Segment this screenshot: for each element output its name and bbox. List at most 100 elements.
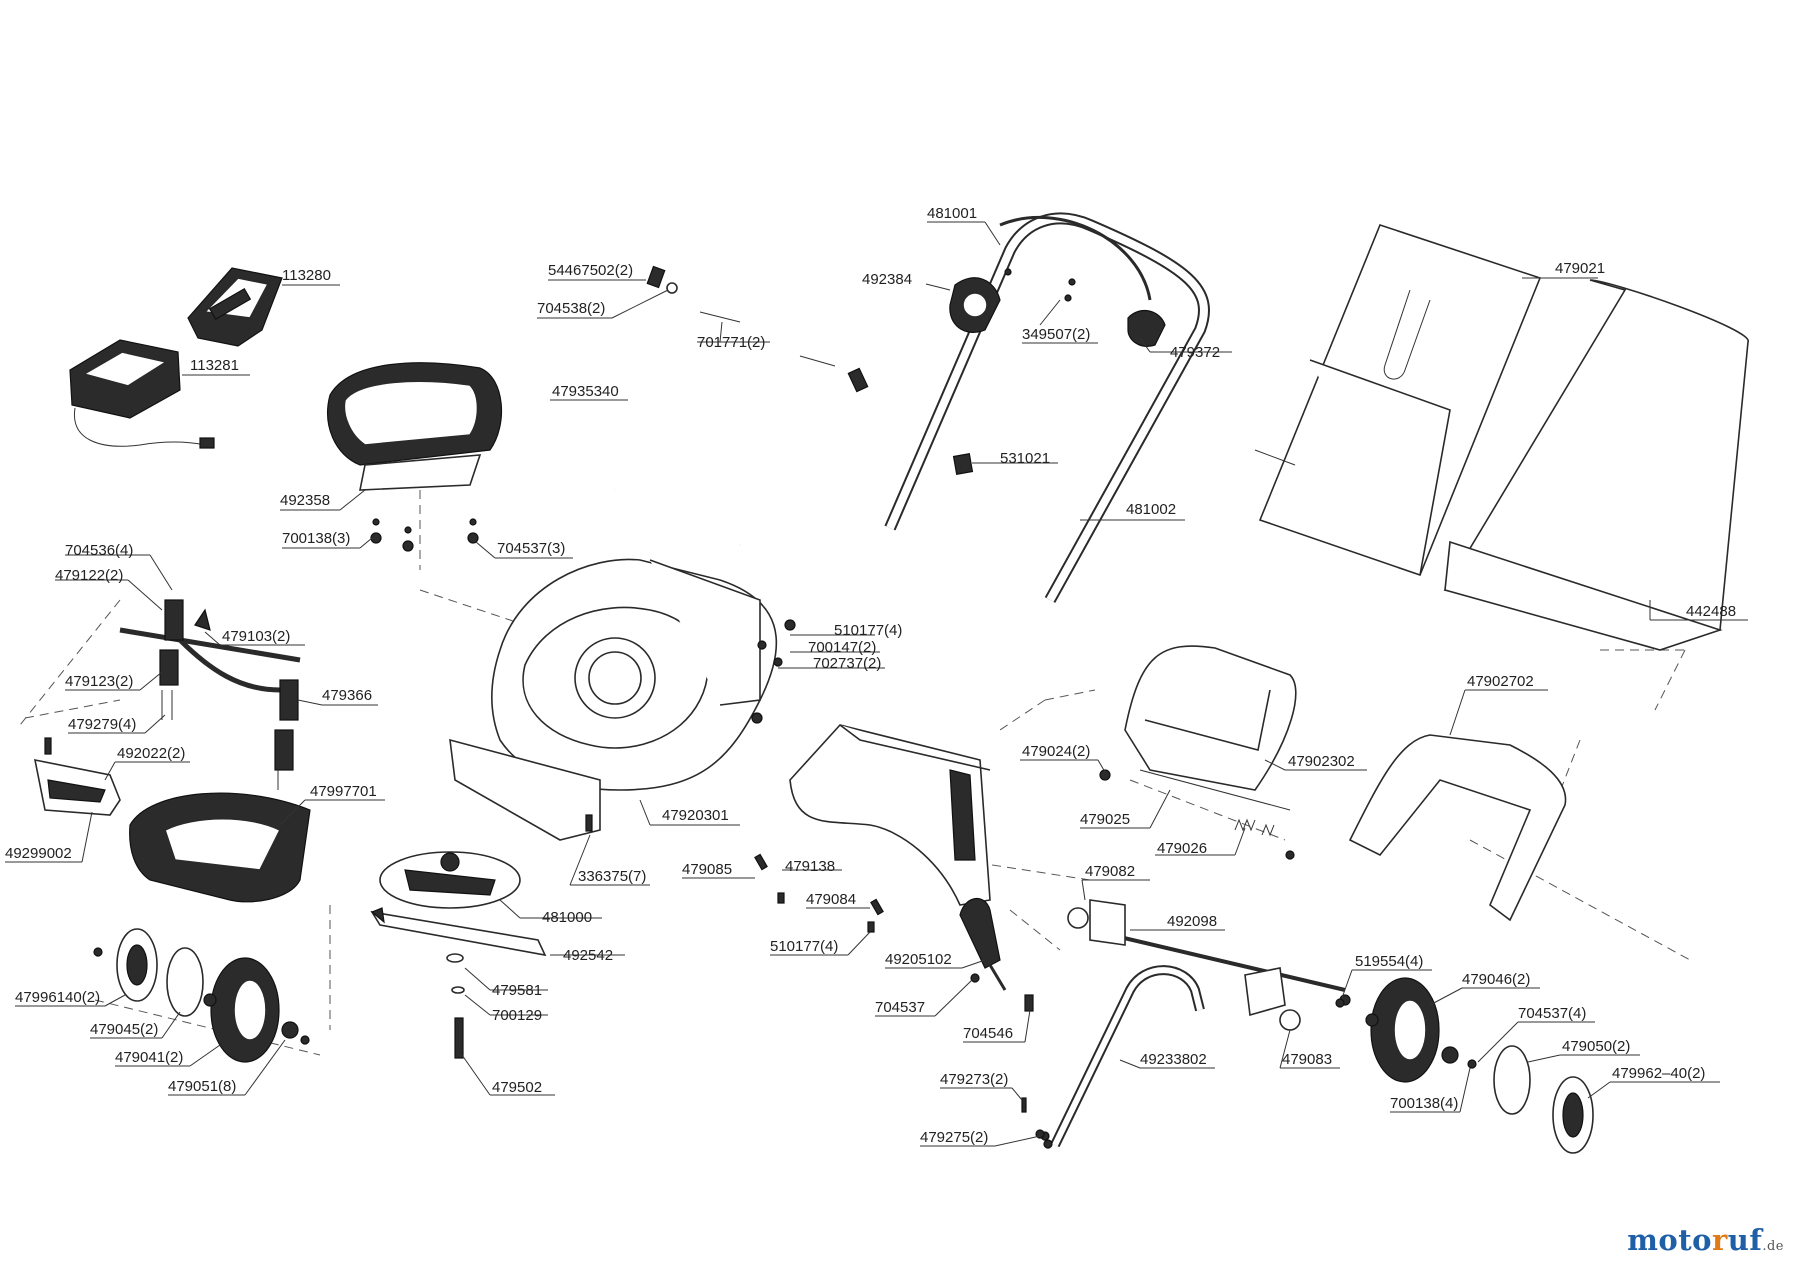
label-47935340: 47935340 bbox=[552, 383, 619, 400]
brand-suffix: .de bbox=[1762, 1239, 1784, 1254]
rear-handle-49233802 bbox=[1021, 965, 1205, 1148]
brand-part-2: r bbox=[1712, 1223, 1728, 1257]
label-700129: 700129 bbox=[492, 1007, 542, 1024]
label-492022-2: 492022(2) bbox=[117, 745, 185, 762]
label-510177-4-top: 510177(4) bbox=[834, 622, 902, 639]
label-47996140-2: 47996140(2) bbox=[15, 989, 100, 1006]
label-481000: 481000 bbox=[542, 909, 592, 926]
label-479275-2: 479275(2) bbox=[920, 1129, 988, 1146]
label-704546: 704546 bbox=[963, 1025, 1013, 1042]
label-704537-4: 704537(4) bbox=[1518, 1005, 1586, 1022]
label-479138: 479138 bbox=[785, 858, 835, 875]
label-704538-2: 704538(2) bbox=[537, 300, 605, 317]
label-49233802: 49233802 bbox=[1140, 1051, 1207, 1068]
label-49205102: 49205102 bbox=[885, 951, 952, 968]
battery-113280 bbox=[187, 267, 283, 347]
rear-hubcap-479962-40 bbox=[1552, 1076, 1594, 1154]
label-479084: 479084 bbox=[806, 891, 856, 908]
label-479581: 479581 bbox=[492, 982, 542, 999]
label-479122-2: 479122(2) bbox=[55, 567, 123, 584]
label-442488: 442488 bbox=[1686, 603, 1736, 620]
label-492098: 492098 bbox=[1167, 913, 1217, 930]
label-479051-8: 479051(8) bbox=[168, 1078, 236, 1095]
front-wheel-479041 bbox=[203, 957, 310, 1063]
label-479103-2: 479103(2) bbox=[222, 628, 290, 645]
label-479273-2: 479273(2) bbox=[940, 1071, 1008, 1088]
label-479026: 479026 bbox=[1157, 840, 1207, 857]
label-492384: 492384 bbox=[862, 271, 912, 288]
label-479041-2: 479041(2) bbox=[115, 1049, 183, 1066]
label-479366: 479366 bbox=[322, 687, 372, 704]
front-hubcap-47996140 bbox=[93, 928, 158, 1002]
height-adjust-linkage bbox=[119, 599, 301, 790]
label-492542: 492542 bbox=[563, 947, 613, 964]
label-47920301: 47920301 bbox=[662, 807, 729, 824]
label-510177-4-bottom: 510177(4) bbox=[770, 938, 838, 955]
label-702737-2: 702737(2) bbox=[813, 655, 881, 672]
label-531021: 531021 bbox=[1000, 450, 1050, 467]
label-479372: 479372 bbox=[1170, 344, 1220, 361]
label-479021: 479021 bbox=[1555, 260, 1605, 277]
label-479025: 479025 bbox=[1080, 811, 1130, 828]
rear-disc-479050 bbox=[1493, 1045, 1531, 1115]
label-479962-40-2: 479962–40(2) bbox=[1612, 1065, 1705, 1082]
label-47902302: 47902302 bbox=[1288, 753, 1355, 770]
springs-479026 bbox=[1234, 818, 1295, 860]
label-349507-2: 349507(2) bbox=[1022, 326, 1090, 343]
front-cover-47997701 bbox=[129, 792, 311, 903]
label-479045-2: 479045(2) bbox=[90, 1021, 158, 1038]
label-47997701: 47997701 bbox=[310, 783, 377, 800]
brand-part-3: uf bbox=[1727, 1223, 1763, 1257]
rear-flap-47902302 bbox=[1099, 645, 1297, 811]
label-113280: 113280 bbox=[282, 267, 331, 284]
label-700138-4: 700138(4) bbox=[1390, 1095, 1458, 1112]
rear-wheel-479046 bbox=[1335, 977, 1477, 1083]
rear-axle-492098 bbox=[1067, 899, 1351, 1031]
blade-adapter-481000 bbox=[379, 851, 521, 909]
label-54467502-2: 54467502(2) bbox=[548, 262, 633, 279]
front-disc-479045 bbox=[166, 947, 204, 1017]
brand-part-1: moto bbox=[1627, 1223, 1712, 1257]
blade-bolt-479502 bbox=[446, 953, 465, 1059]
label-336375-7: 336375(7) bbox=[578, 868, 646, 885]
label-704537-3: 704537(3) bbox=[497, 540, 565, 557]
deck-screws bbox=[751, 619, 796, 724]
label-479050-2: 479050(2) bbox=[1562, 1038, 1630, 1055]
charger-113281 bbox=[69, 339, 215, 449]
label-479024-2: 479024(2) bbox=[1022, 743, 1090, 760]
front-flap-49299002 bbox=[33, 737, 121, 816]
nuts-group bbox=[370, 518, 479, 552]
callouts: 113280 113281 492358 700138(3) 704537(3)… bbox=[5, 205, 1748, 1147]
lower-handle-47935340 bbox=[609, 264, 869, 548]
label-49299002: 49299002 bbox=[5, 845, 72, 862]
label-47902702: 47902702 bbox=[1467, 673, 1534, 690]
deck-47920301 bbox=[449, 558, 778, 841]
label-479085: 479085 bbox=[682, 861, 732, 878]
brand-watermark: motoruf.de bbox=[1627, 1223, 1784, 1257]
screws-479085-479084 bbox=[754, 853, 884, 933]
grass-bag-442488 bbox=[1443, 279, 1749, 651]
label-519554-4: 519554(4) bbox=[1355, 953, 1423, 970]
lever-49205102 bbox=[959, 898, 1034, 1012]
label-479082: 479082 bbox=[1085, 863, 1135, 880]
rear-housing-479138 bbox=[789, 724, 991, 906]
blade-492542 bbox=[370, 907, 547, 957]
label-481002: 481002 bbox=[1126, 501, 1176, 518]
label-704536-4: 704536(4) bbox=[65, 542, 133, 559]
label-492358: 492358 bbox=[280, 492, 330, 509]
label-479279-4: 479279(4) bbox=[68, 716, 136, 733]
label-700138-3: 700138(3) bbox=[282, 530, 350, 547]
label-704537: 704537 bbox=[875, 999, 925, 1016]
label-479502: 479502 bbox=[492, 1079, 542, 1096]
grass-bag-frame-479021 bbox=[1254, 224, 1542, 577]
label-701771-2: 701771(2) bbox=[697, 334, 765, 351]
upper-handle-481002 bbox=[884, 212, 1210, 603]
label-479123-2: 479123(2) bbox=[65, 673, 133, 690]
motor-cover-492358 bbox=[327, 362, 503, 491]
label-113281: 113281 bbox=[190, 357, 239, 374]
rear-guard-47902702 bbox=[1348, 734, 1567, 922]
label-479046-2: 479046(2) bbox=[1462, 971, 1530, 988]
label-481001: 481001 bbox=[927, 205, 977, 222]
label-479083: 479083 bbox=[1282, 1051, 1332, 1068]
